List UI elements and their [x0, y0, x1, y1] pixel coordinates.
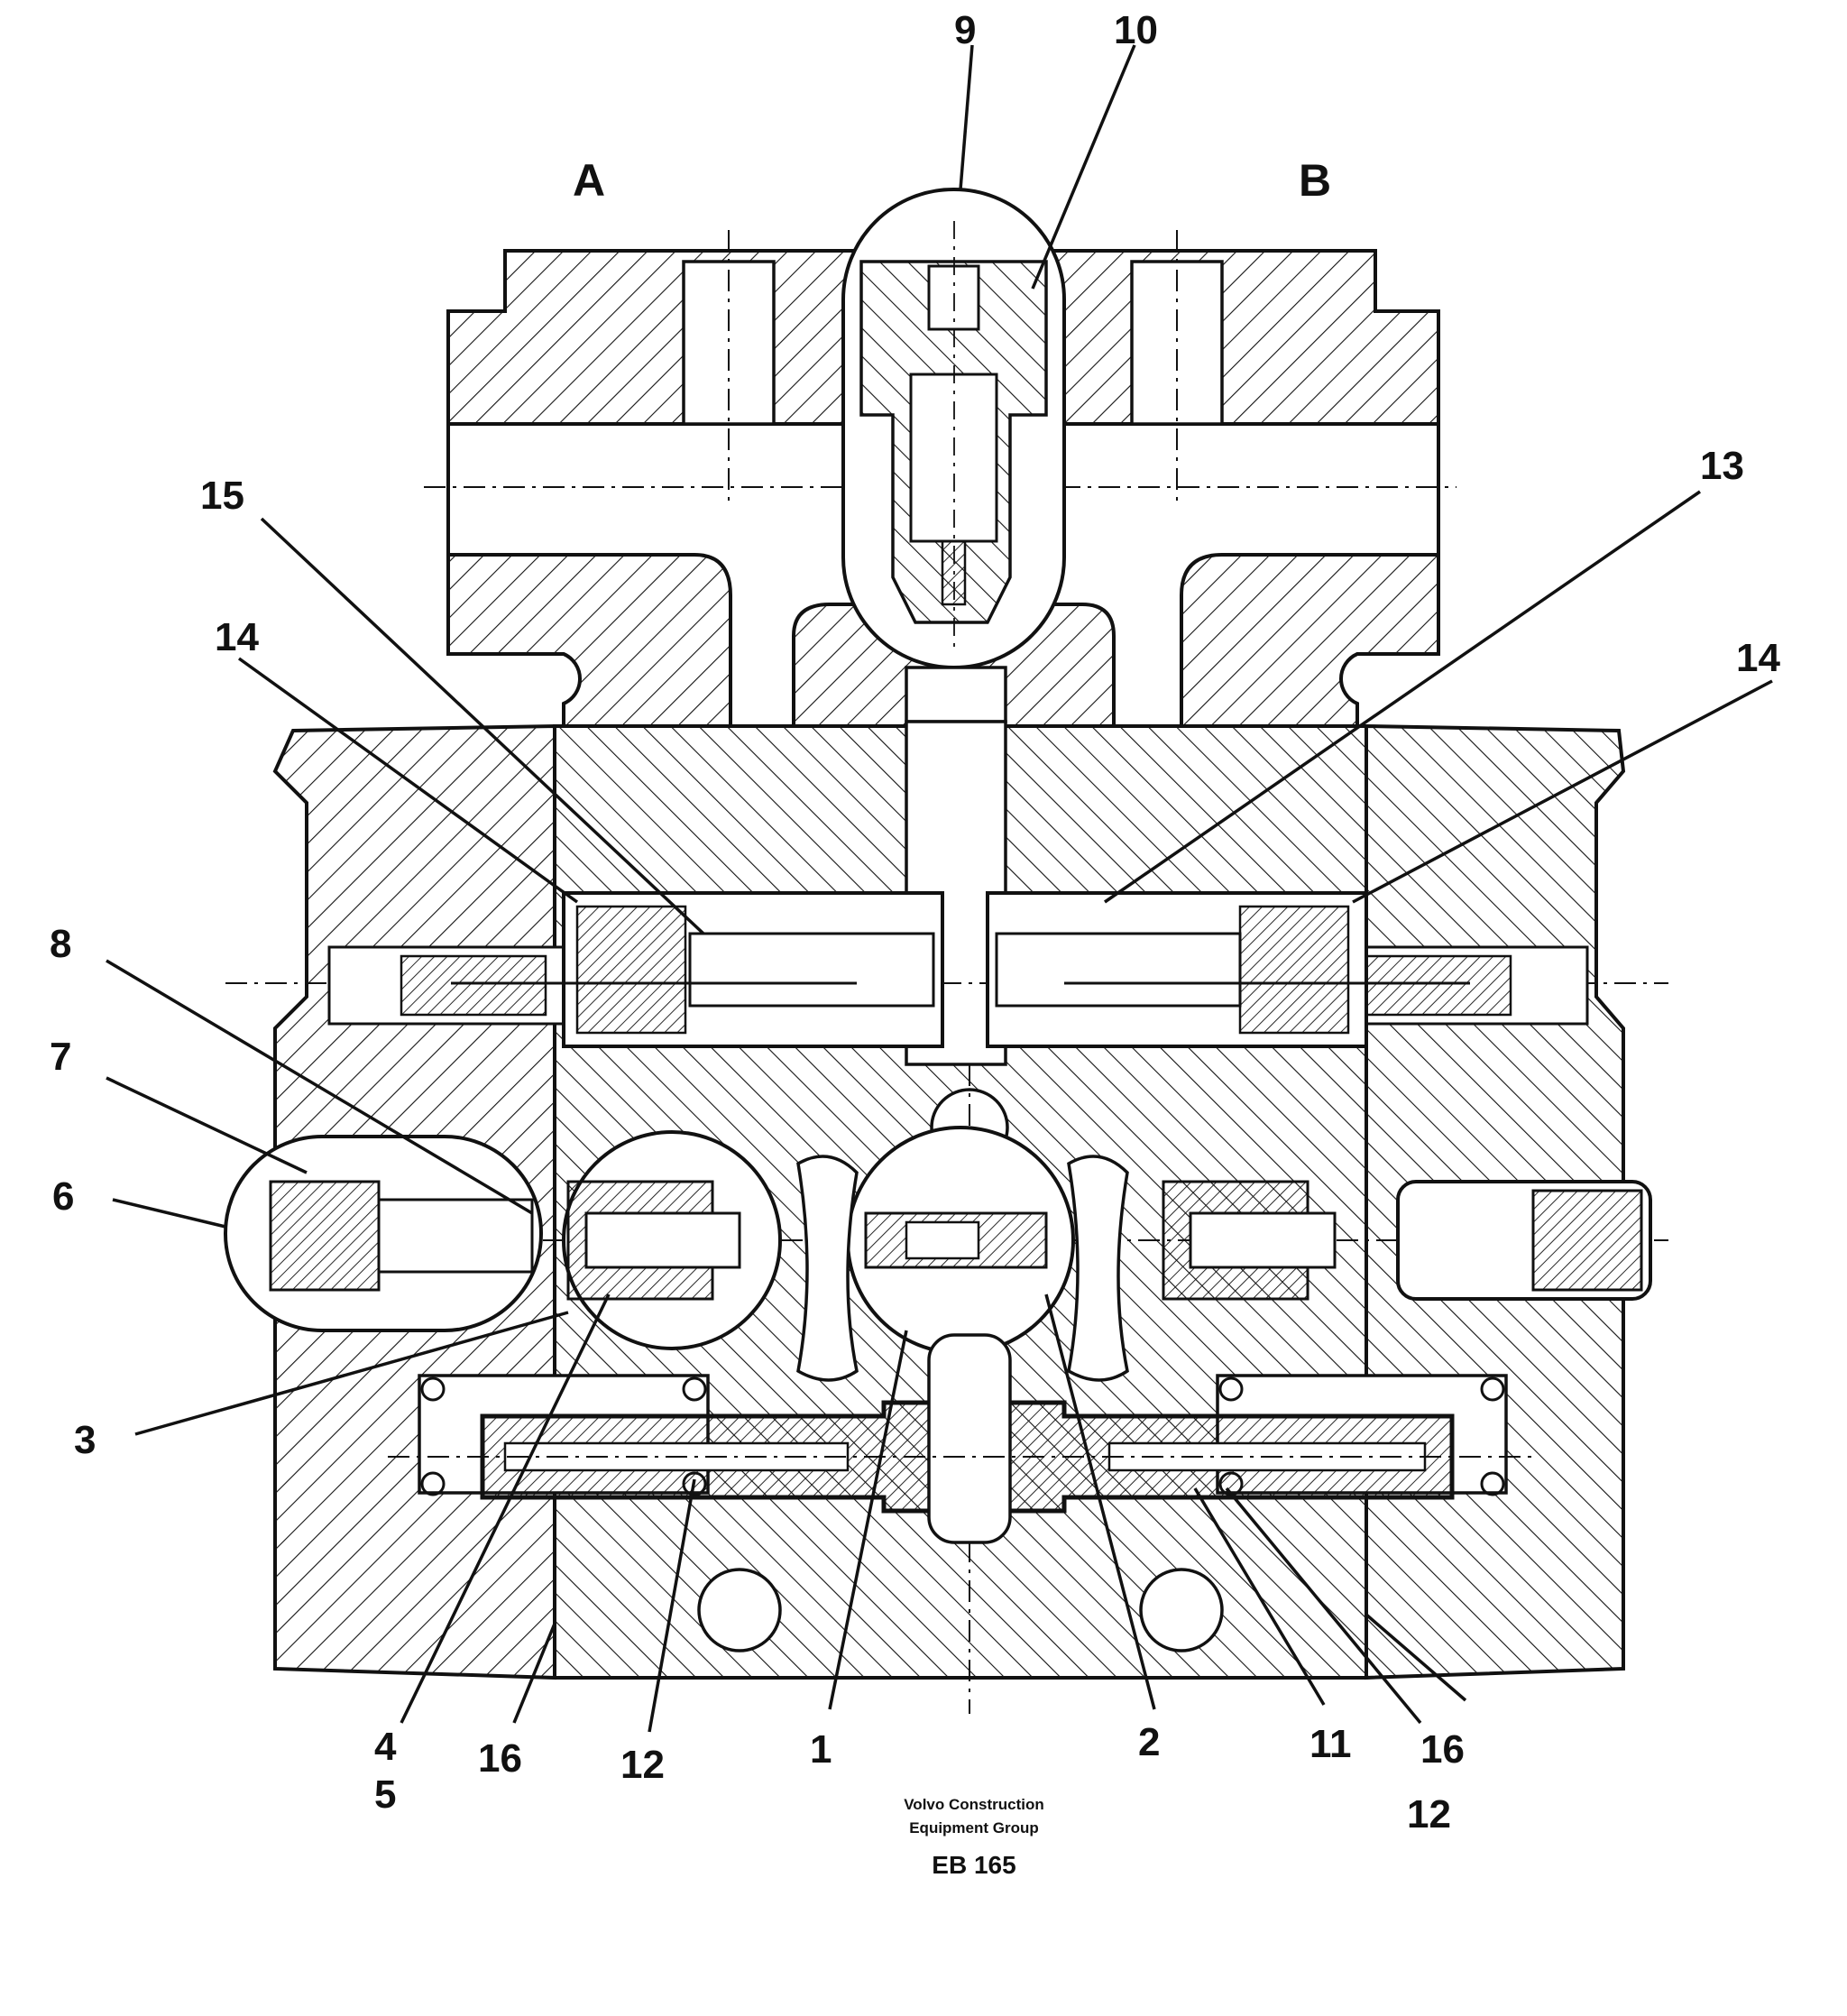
- callout-3: 3: [74, 1418, 96, 1462]
- organization-line-2: Equipment Group: [909, 1819, 1039, 1836]
- drawing-code: EB 165: [932, 1851, 1016, 1879]
- callout-11: 11: [1309, 1722, 1352, 1766]
- leader-lines: [106, 44, 1773, 1733]
- main-spool-assembly: [388, 1333, 1533, 1544]
- callout-9: 9: [954, 8, 977, 52]
- drawing-footer: Volvo Construction Equipment Group EB 16…: [794, 1793, 1154, 1880]
- callout-15: 15: [200, 474, 244, 518]
- callout-14-right: 14: [1736, 636, 1780, 680]
- callout-6: 6: [52, 1174, 75, 1219]
- callout-7: 7: [50, 1035, 72, 1079]
- detail-circles: [224, 1126, 1652, 1382]
- callout-8: 8: [50, 922, 72, 966]
- shock-valve-right: [986, 891, 1589, 1048]
- callout-12-left: 12: [620, 1743, 665, 1787]
- callout-16-left: 16: [478, 1736, 522, 1781]
- callout-1: 1: [810, 1727, 832, 1772]
- pilot-valve-assembly: [841, 188, 1066, 723]
- callout-4: 4: [374, 1725, 397, 1769]
- callout-10: 10: [1114, 8, 1158, 52]
- port-a-label: A: [573, 155, 606, 206]
- callout-13: 13: [1700, 444, 1744, 488]
- callout-2: 2: [1138, 1720, 1161, 1764]
- callout-14-left: 14: [215, 615, 259, 659]
- callout-5: 5: [374, 1772, 397, 1817]
- callout-16-right: 16: [1420, 1727, 1465, 1772]
- callout-12-right: 12: [1407, 1792, 1451, 1836]
- organization-line-1: Volvo Construction: [904, 1796, 1044, 1813]
- shock-valve-left: [327, 891, 944, 1048]
- port-b-label: B: [1299, 155, 1332, 206]
